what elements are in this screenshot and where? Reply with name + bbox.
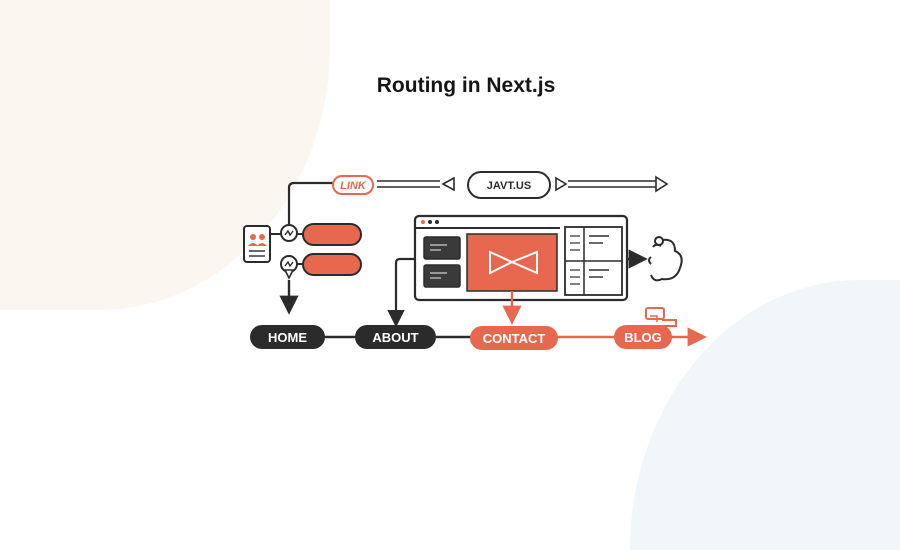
- route-bar-1[interactable]: [302, 223, 362, 246]
- url-outbound-arrow: [555, 175, 669, 193]
- sidebar-block-2: [423, 264, 461, 288]
- link-connector: [287, 181, 333, 224]
- url-pill[interactable]: JAVT.US: [467, 171, 551, 199]
- url-label: JAVT.US: [487, 180, 531, 192]
- blog-label: BLOG: [624, 330, 662, 345]
- expand-icon: [489, 250, 538, 275]
- location-pin-icon: [280, 255, 303, 280]
- home-label: HOME: [268, 330, 307, 345]
- about-label: ABOUT: [372, 330, 418, 345]
- person-cloud-icon: [648, 236, 683, 282]
- route-contact[interactable]: CONTACT: [470, 326, 558, 350]
- page-title: Routing in Next.js: [376, 74, 556, 97]
- hand-pointer-icon: [645, 307, 677, 327]
- route-blog[interactable]: BLOG: [614, 325, 672, 349]
- sidebar-block-1: [423, 236, 461, 260]
- contact-label: CONTACT: [483, 331, 546, 346]
- clock-icon: [270, 224, 303, 242]
- browser-window: [413, 214, 629, 302]
- arrow-to-about: [387, 257, 415, 328]
- route-bar-2[interactable]: [302, 253, 362, 276]
- route-about[interactable]: ABOUT: [355, 325, 436, 349]
- link-pill[interactable]: LINK: [332, 175, 374, 195]
- route-home[interactable]: HOME: [250, 325, 325, 349]
- link-label: LINK: [340, 180, 367, 192]
- link-to-url-line: [377, 176, 455, 192]
- profile-card-icon: [243, 225, 271, 263]
